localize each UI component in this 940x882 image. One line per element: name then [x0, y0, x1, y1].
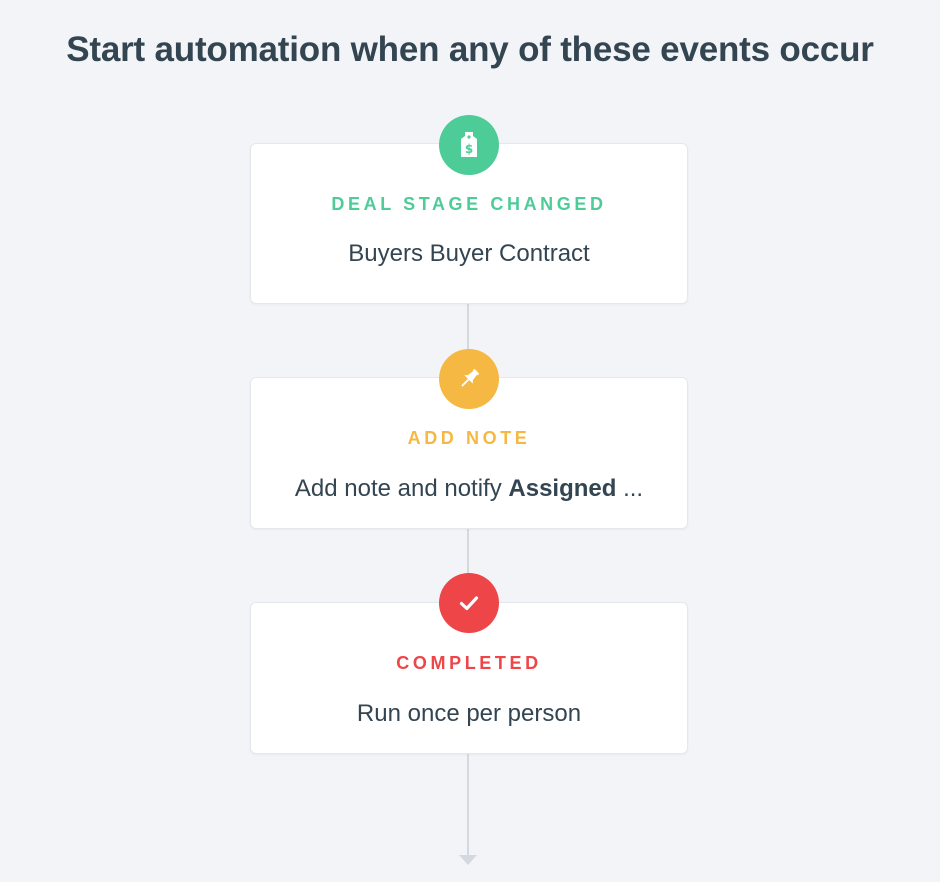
step-description: Add note and notify Assigned ... [251, 475, 687, 503]
pushpin-icon [439, 349, 499, 409]
svg-text:$: $ [465, 142, 473, 156]
step-card-add-note[interactable]: ADD NOTE Add note and notify Assigned ..… [250, 377, 688, 529]
connector-line-1 [467, 304, 469, 378]
checkmark-icon [439, 573, 499, 633]
step-description: Run once per person [356, 700, 582, 727]
dollar-tag-icon: $ [439, 115, 499, 175]
connector-line-2 [467, 529, 469, 603]
step-card-completed[interactable]: COMPLETED Run once per person [250, 602, 688, 754]
page-title: Start automation when any of these event… [66, 30, 874, 69]
step-label: DEAL STAGE CHANGED [331, 194, 607, 214]
step-description-suffix: ... [616, 475, 644, 502]
step-label: COMPLETED [396, 653, 542, 673]
step-description: Buyers Buyer Contract [348, 240, 590, 267]
step-label: ADD NOTE [407, 428, 531, 448]
connector-line-end [467, 754, 469, 856]
step-description-bold: Assigned [508, 475, 617, 502]
step-description-prefix: Add note and notify [294, 475, 509, 502]
arrow-down-icon [459, 855, 477, 865]
